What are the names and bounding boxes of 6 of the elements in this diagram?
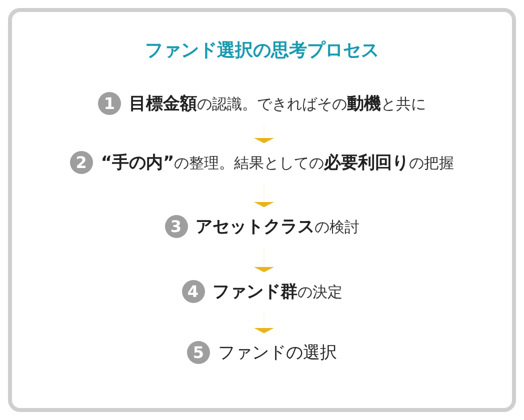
step-text: 目標金額の認識。できればその動機と共に <box>129 92 426 114</box>
title: ファンド選択の思考プロセス <box>144 39 380 62</box>
step-text: ファンド群の決定 <box>212 280 342 302</box>
step-text: アセットクラスの検討 <box>196 216 360 238</box>
step-text: ファンドの選択 <box>218 342 337 364</box>
step-text: “手の内”の整理。結果としての必要利回りの把握 <box>100 152 454 174</box>
